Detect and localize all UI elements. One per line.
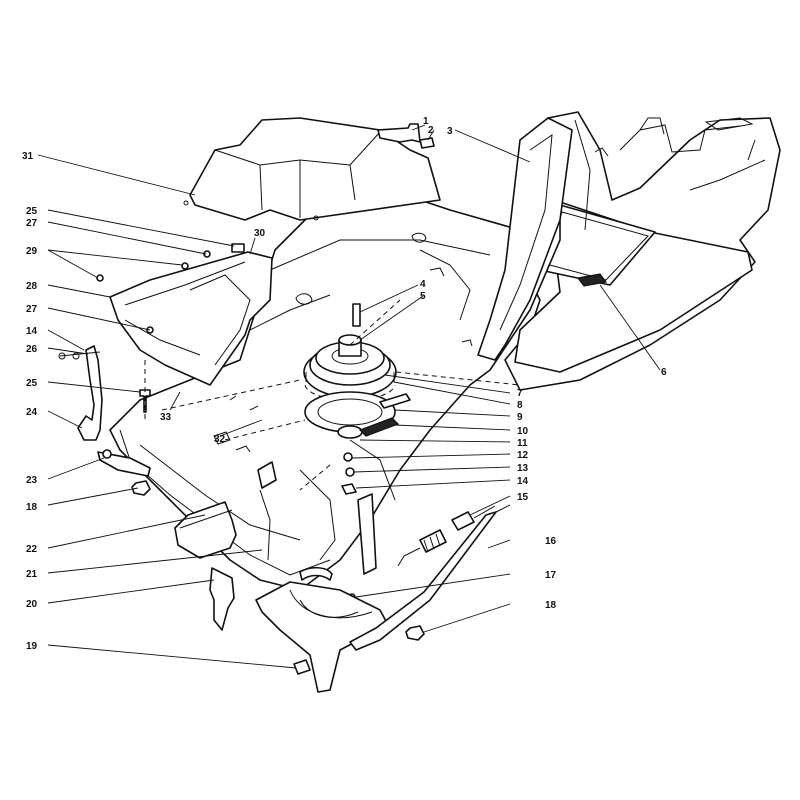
callout-27-upper: 27 xyxy=(26,218,38,229)
callout-6: 6 xyxy=(661,367,667,378)
leader-lines xyxy=(37,124,661,669)
part-9-idler-pulley xyxy=(304,391,396,439)
callout-12: 12 xyxy=(517,450,529,461)
part-8-pulley xyxy=(303,334,397,401)
callout-2: 2 xyxy=(428,125,434,136)
callout-18-left: 18 xyxy=(26,502,38,513)
callout-14-left: 14 xyxy=(26,326,38,337)
part-24-linkage xyxy=(58,345,151,477)
part-20-mounting-plate xyxy=(209,566,389,693)
callout-16: 16 xyxy=(545,536,557,547)
callout-14-right: 14 xyxy=(517,476,529,487)
callout-4: 4 xyxy=(420,279,426,290)
callout-32: 32 xyxy=(214,434,226,445)
callout-9: 9 xyxy=(517,412,523,423)
part-31-hood-cover xyxy=(183,117,441,221)
callout-17: 17 xyxy=(545,570,557,581)
callout-18-right: 18 xyxy=(545,600,557,611)
callout-23: 23 xyxy=(26,475,38,486)
callout-5: 5 xyxy=(420,291,426,302)
callout-31: 31 xyxy=(22,151,34,162)
rear-frame xyxy=(469,111,781,391)
callout-25-upper: 25 xyxy=(26,206,38,217)
callout-1: 1 xyxy=(423,116,429,127)
callout-21: 21 xyxy=(26,569,38,580)
callout-7: 7 xyxy=(517,388,523,399)
callout-22: 22 xyxy=(26,544,38,555)
callout-19: 19 xyxy=(26,641,38,652)
callout-10: 10 xyxy=(517,426,529,437)
support-post xyxy=(357,493,377,575)
callout-25-lower: 25 xyxy=(26,378,38,389)
callout-33: 33 xyxy=(160,412,172,423)
callout-20: 20 xyxy=(26,599,38,610)
side-pillar xyxy=(477,117,573,361)
callout-24: 24 xyxy=(26,407,38,418)
callout-29: 29 xyxy=(26,246,38,257)
callout-15: 15 xyxy=(517,492,529,503)
callout-3: 3 xyxy=(447,126,453,137)
callout-numbers: 1 2 3 4 5 6 7 8 9 10 11 12 13 14 14 15 1… xyxy=(22,116,667,652)
part-15-spring xyxy=(397,505,496,567)
callout-27-lower: 27 xyxy=(26,304,38,315)
hidden-lines xyxy=(144,299,521,491)
callout-26: 26 xyxy=(26,344,38,355)
part-22-bracket xyxy=(174,461,277,559)
part-10-belt-guide xyxy=(358,393,411,437)
callout-11: 11 xyxy=(517,438,528,449)
callout-30: 30 xyxy=(254,228,266,239)
callout-28: 28 xyxy=(26,281,38,292)
part-16-rod xyxy=(349,504,511,651)
callout-8: 8 xyxy=(517,400,523,411)
callout-13: 13 xyxy=(517,463,529,474)
part-1-bracket xyxy=(377,123,435,149)
